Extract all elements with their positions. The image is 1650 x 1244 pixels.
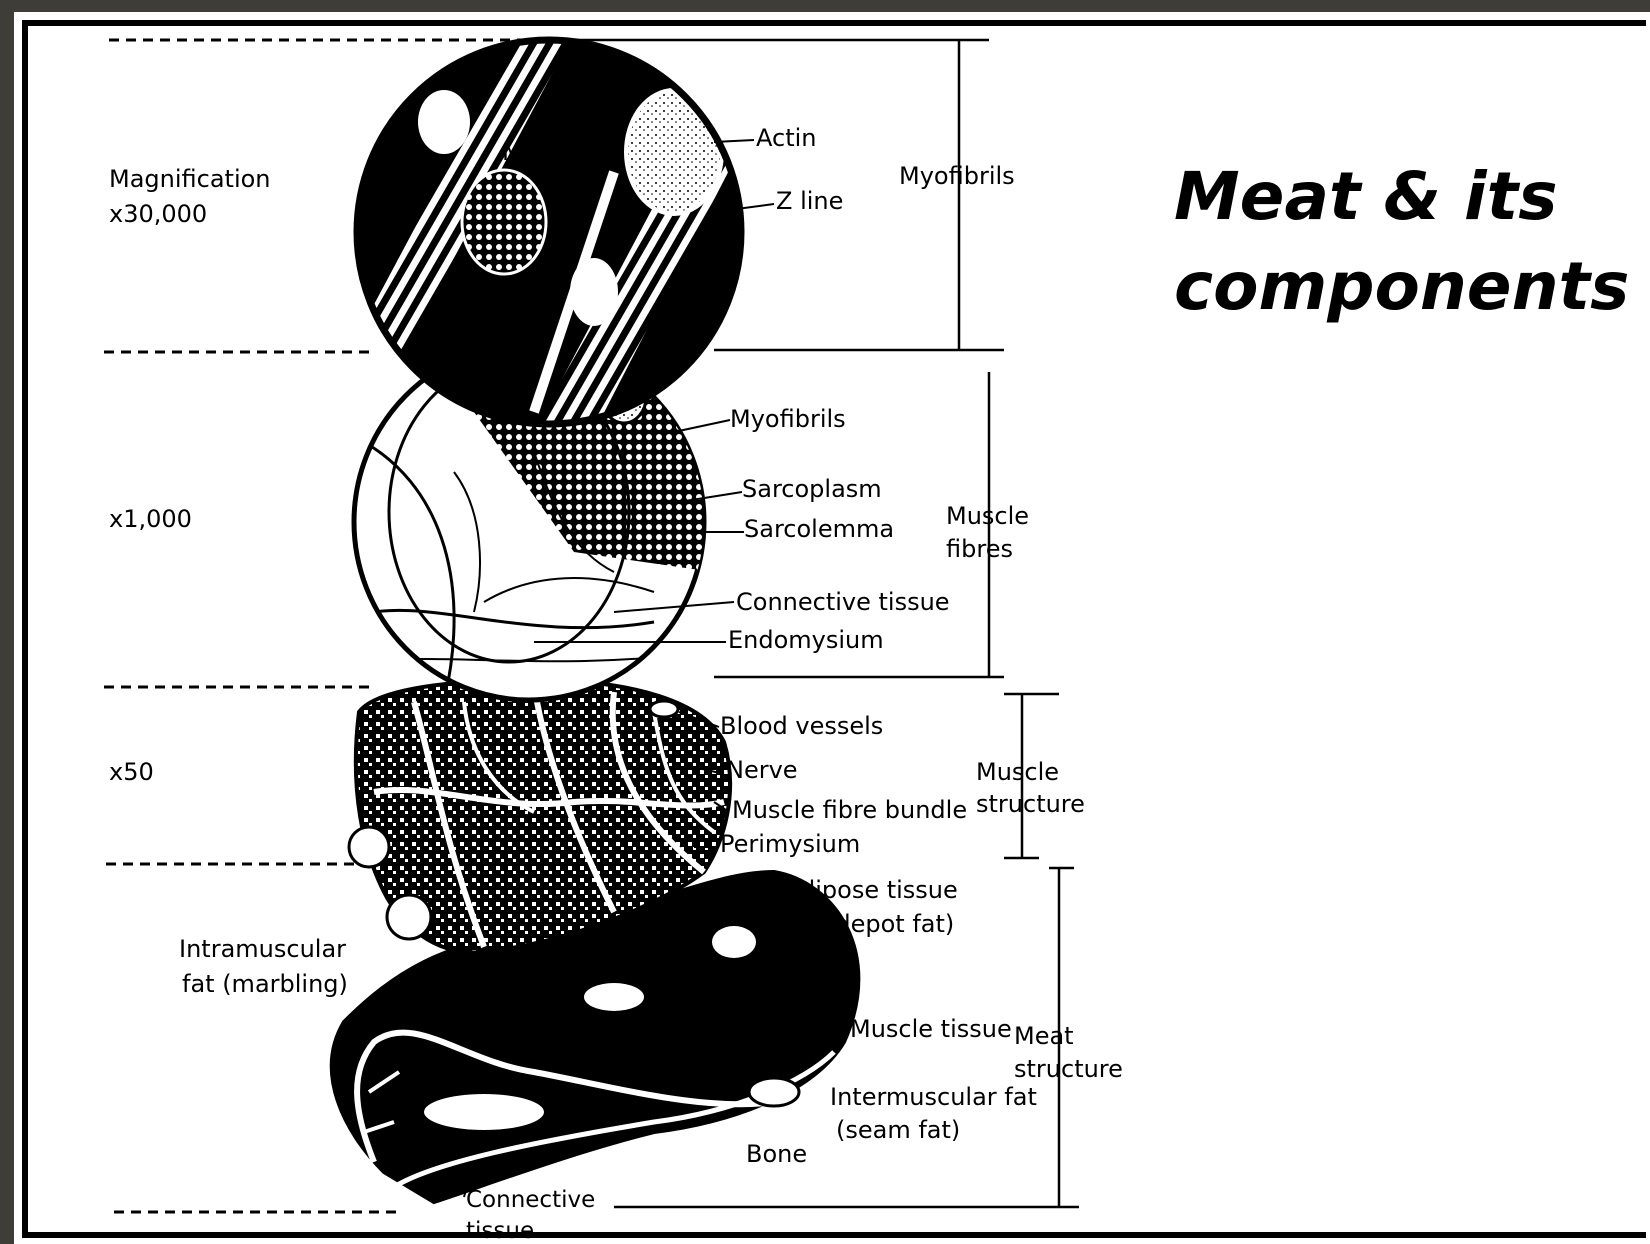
magnification-x30000: x30,000 (109, 200, 207, 228)
slide-title-line2: components (1174, 242, 1644, 332)
magnification-x50: x50 (109, 758, 154, 786)
slide-title-line1: Meat & its (1174, 152, 1644, 242)
label-nerve: Nerve (726, 756, 798, 784)
magnification-x1000: x1,000 (109, 505, 192, 533)
slide: Magnification x30,000 x1,000 x50 Myofibr… (14, 12, 1650, 1244)
label-myofibrils: Myofibrils (730, 405, 846, 433)
label-adipose-tissue-line1: Adipose tissue (784, 876, 958, 904)
label-blood-vessels: Blood vessels (720, 712, 883, 740)
label-myosin: Myosin (502, 138, 586, 166)
scale-label-meat-structure-line1: Meat (1014, 1022, 1074, 1050)
scale-label-muscle-structure-line2: structure (976, 790, 1085, 818)
label-sarcolemma: Sarcolemma (744, 515, 894, 543)
label-intermuscular-fat-line1: Intermuscular fat (830, 1083, 1037, 1111)
label-connective-tissue-bottom-line2: tissue (466, 1218, 534, 1244)
scale-label-myofibrils: Myofibrils (899, 162, 1015, 190)
myofibril-illustration (344, 32, 764, 432)
label-actin: Actin (756, 124, 816, 152)
scale-label-muscle-fibres-line2: fibres (946, 535, 1013, 563)
scale-label-muscle-structure-line1: Muscle (976, 758, 1059, 786)
label-bone: Bone (746, 1140, 807, 1168)
label-sarcoplasm: Sarcoplasm (742, 475, 882, 503)
scale-label-meat-structure-line2: structure (1014, 1055, 1123, 1083)
magnification-label: Magnification (109, 165, 271, 193)
label-muscle-fibre-bundle: Muscle fibre bundle (732, 796, 967, 824)
label-endomysium: Endomysium (728, 626, 884, 654)
scale-label-muscle-fibres-line1: Muscle (946, 502, 1029, 530)
label-adipose-tissue-line2: (depot fat) (826, 910, 954, 938)
label-perimysium: Perimysium (720, 830, 860, 858)
label-intramuscular-fat-line1: Intramuscular (179, 935, 346, 963)
label-connective-tissue: Connective tissue (736, 588, 950, 616)
label-intramuscular-fat-line2: fat (marbling) (182, 970, 348, 998)
label-z-line: Z line (776, 187, 843, 215)
slide-title: Meat & its components (1174, 152, 1644, 332)
label-muscle-tissue: Muscle tissue (850, 1015, 1012, 1043)
label-intermuscular-fat-line2: (seam fat) (836, 1116, 960, 1144)
label-connective-tissue-bottom-line1: Connective (466, 1187, 595, 1213)
